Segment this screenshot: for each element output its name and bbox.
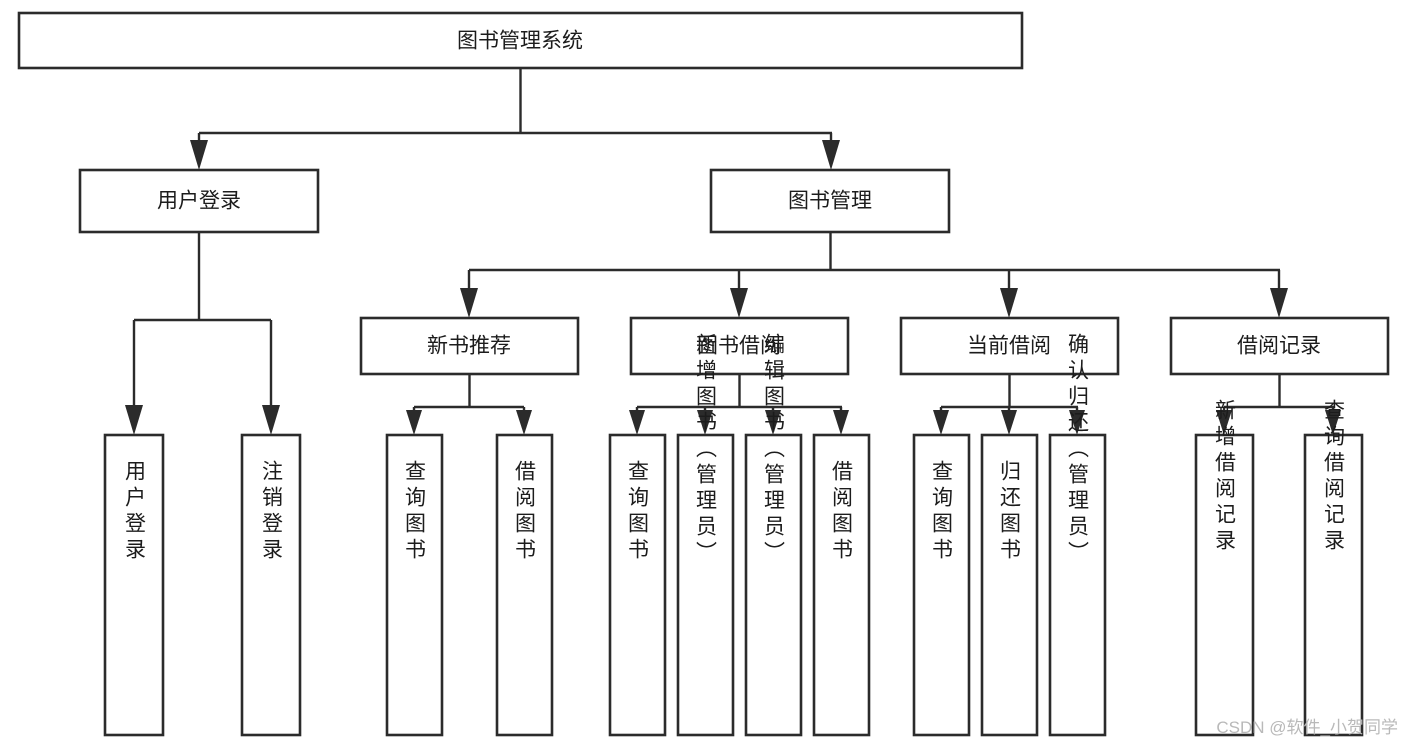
node-user-login[interactable]: 用户登录 <box>78 168 320 234</box>
node-book-borrow-box[interactable] <box>629 316 850 376</box>
leaf-box-query-book-bb[interactable] <box>608 433 667 737</box>
leaf-node[interactable]: 查询图书 <box>385 433 444 737</box>
arrow-icon-to-book-borrow <box>730 288 748 318</box>
node-book-borrow-label: 图书借阅 <box>697 335 781 358</box>
leaf-label-query-borrow-record: 查询借阅记录 <box>1322 399 1346 555</box>
leaf-box-user-login[interactable] <box>103 433 165 737</box>
arrow-icon-leaf-2 <box>262 405 280 435</box>
leaf-box-query-book-nbr[interactable] <box>385 433 444 737</box>
arrow-icon-to-borrow-record <box>1270 288 1288 318</box>
leaf-box-borrow-book-nbr[interactable] <box>495 433 554 737</box>
leaf-box-add-borrow-record[interactable] <box>1194 433 1255 737</box>
leaf-node[interactable]: 查询图书 <box>608 433 667 737</box>
leaf-box-borrow-book-bb[interactable] <box>812 433 871 737</box>
leaf-box-return-book[interactable] <box>980 433 1039 737</box>
connector-group-current-borrow <box>933 374 1085 435</box>
connector-group-book-borrow <box>629 374 849 435</box>
leaf-label-query-book-cb: 查询图书 <box>930 460 954 564</box>
leaf-box-confirm-return-admin[interactable] <box>1048 433 1107 737</box>
leaf-node[interactable]: 确认归还（管理员） <box>1048 333 1107 737</box>
leaf-box-query-borrow-record[interactable] <box>1303 433 1364 737</box>
leaf-label-logout: 注销登录 <box>260 460 284 564</box>
node-new-book-recommend-label: 新书推荐 <box>427 335 511 358</box>
connector-group-borrow-record <box>1216 374 1341 435</box>
leaf-label-query-book-bb: 查询图书 <box>626 460 650 564</box>
arrow-icon-bb-leaf-2 <box>697 410 713 435</box>
node-book-management[interactable]: 图书管理 <box>709 168 951 234</box>
arrow-icon-leaf-1 <box>125 405 143 435</box>
leaf-node[interactable]: 查询图书 <box>912 433 971 737</box>
arrow-icon-to-current-borrow <box>1000 288 1018 318</box>
leaf-label-edit-book-admin: 编辑图书（管理员） <box>762 333 786 567</box>
leaf-label-add-borrow-record: 新增借阅记录 <box>1213 399 1237 555</box>
node-borrow-record[interactable]: 借阅记录 <box>1169 316 1390 376</box>
node-new-book-recommend-box[interactable] <box>359 316 580 376</box>
arrow-icon-to-book-mgmt <box>822 140 840 170</box>
arrow-icon-nbr-leaf-2 <box>516 410 532 435</box>
leaf-box-logout[interactable] <box>240 433 302 737</box>
leaf-node[interactable]: 借阅图书 <box>495 433 554 737</box>
leaf-label-user-login: 用户登录 <box>123 460 147 564</box>
connector-group-user-login <box>125 232 280 435</box>
node-current-borrow-box[interactable] <box>899 316 1120 376</box>
arrow-icon-to-user-login <box>190 140 208 170</box>
node-book-management-label: 图书管理 <box>788 190 872 213</box>
connector-group-new-book-rec <box>406 374 532 435</box>
connector-group-root <box>190 68 840 170</box>
leaf-node[interactable]: 新增图书（管理员） <box>676 333 735 737</box>
node-user-login-box[interactable] <box>78 168 320 234</box>
watermark-label: CSDN @软件_小贺同学 <box>1216 718 1398 737</box>
connector-group-book-mgmt <box>460 232 1288 318</box>
node-root-label: 图书管理系统 <box>457 30 583 53</box>
node-book-borrow[interactable]: 图书借阅 <box>629 316 850 376</box>
arrow-icon-cb-leaf-3 <box>1069 410 1085 435</box>
arrow-icon-cb-leaf-2 <box>1001 410 1017 435</box>
leaf-node[interactable]: 借阅图书 <box>812 433 871 737</box>
leaf-label-borrow-book-nbr: 借阅图书 <box>513 460 537 564</box>
arrow-icon-br-leaf-2 <box>1325 410 1341 435</box>
leaf-label-query-book-nbr: 查询图书 <box>403 460 427 564</box>
arrow-icon-br-leaf-1 <box>1216 410 1232 435</box>
node-current-borrow[interactable]: 当前借阅 <box>899 316 1120 376</box>
leaf-node[interactable]: 归还图书 <box>980 433 1039 737</box>
node-user-login-label: 用户登录 <box>157 190 241 213</box>
leaf-label-return-book: 归还图书 <box>998 460 1022 564</box>
arrow-icon-bb-leaf-3 <box>765 410 781 435</box>
leaf-label-add-book-admin: 新增图书（管理员） <box>694 333 718 567</box>
arrow-icon-cb-leaf-1 <box>933 410 949 435</box>
leaf-box-query-book-cb[interactable] <box>912 433 971 737</box>
node-book-management-box[interactable] <box>709 168 951 234</box>
node-root-system[interactable]: 图书管理系统 <box>17 11 1024 70</box>
leaf-node[interactable]: 用户登录 <box>103 433 165 737</box>
node-current-borrow-label: 当前借阅 <box>967 335 1051 358</box>
arrow-icon-bb-leaf-1 <box>629 410 645 435</box>
leaf-box-add-book-admin[interactable] <box>676 433 735 737</box>
arrow-icon-bb-leaf-4 <box>833 410 849 435</box>
node-root-box[interactable] <box>17 11 1024 70</box>
arrow-icon-to-new-book-rec <box>460 288 478 318</box>
leaf-label-confirm-return-admin: 确认归还（管理员） <box>1066 333 1090 567</box>
leaf-label-borrow-book-bb: 借阅图书 <box>830 460 854 564</box>
leaf-node[interactable]: 查询借阅记录 <box>1303 399 1364 737</box>
node-borrow-record-label: 借阅记录 <box>1237 335 1321 358</box>
arrow-icon-nbr-leaf-1 <box>406 410 422 435</box>
node-new-book-recommend[interactable]: 新书推荐 <box>359 316 580 376</box>
leaf-node[interactable]: 新增借阅记录 <box>1194 399 1255 737</box>
leaf-node[interactable]: 注销登录 <box>240 433 302 737</box>
leaf-node[interactable]: 编辑图书（管理员） <box>744 333 803 737</box>
leaf-box-edit-book-admin[interactable] <box>744 433 803 737</box>
node-borrow-record-box[interactable] <box>1169 316 1390 376</box>
